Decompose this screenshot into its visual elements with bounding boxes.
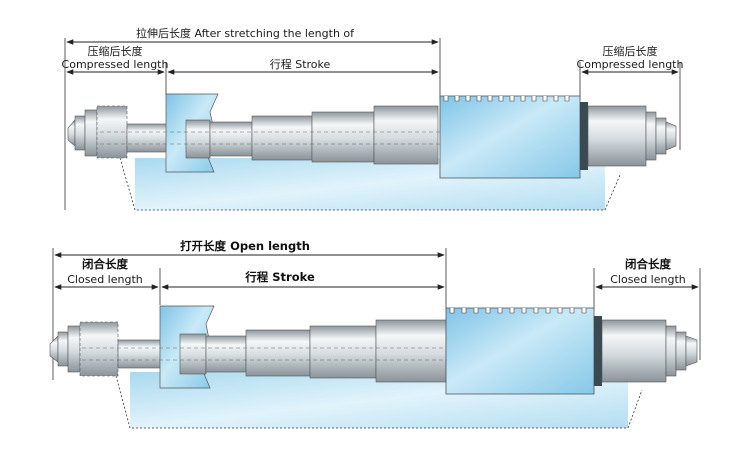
bottom-flange-hub xyxy=(179,333,207,375)
bottom-stage-1 xyxy=(205,335,247,373)
top-stage-4 xyxy=(373,105,439,165)
top-left-label-cn: 压缩后长度 xyxy=(88,44,143,58)
top-main-cylinder xyxy=(439,95,581,179)
bottom-left-housing xyxy=(79,321,119,377)
top-left-ring-1 xyxy=(74,115,86,151)
top-total-label: 拉伸后长度 After stretching the length of xyxy=(136,26,355,40)
top-stage-1 xyxy=(209,121,253,157)
top-right-label-cn: 压缩后长度 xyxy=(603,44,658,58)
top-left-ring-2 xyxy=(84,109,98,157)
bottom-right-label-cn: 闭合长度 xyxy=(625,257,671,271)
bottom-main-cylinder xyxy=(445,307,595,395)
bottom-cylinder-notches xyxy=(449,308,587,314)
bottom-stage-4 xyxy=(375,319,447,383)
top-right-collar xyxy=(580,102,588,170)
bottom-right-collar xyxy=(594,316,602,386)
top-right-ring-2 xyxy=(655,117,667,155)
bottom-right-label-en: Closed length xyxy=(610,273,686,286)
top-stage-3 xyxy=(311,111,375,163)
bottom-left-ring-2 xyxy=(67,325,81,373)
bottom-left-label-cn: 闭合长度 xyxy=(82,257,128,271)
bottom-right-ring-1 xyxy=(665,325,677,377)
top-base-outline xyxy=(119,157,621,211)
bottom-right-nose xyxy=(685,335,698,367)
bottom-base-outline xyxy=(114,371,643,429)
top-cylinder-notches xyxy=(443,96,570,102)
bottom-left-nose xyxy=(49,335,59,363)
bottom-left-ring-1 xyxy=(57,331,69,367)
top-right-end xyxy=(587,105,647,167)
bottom-total-label: 打开长度 Open length xyxy=(180,239,310,253)
top-right-label-en: Compressed length xyxy=(577,58,684,71)
top-left-label-en: Compressed length xyxy=(62,58,169,71)
bottom-stage-3 xyxy=(309,325,377,379)
top-diagram: 拉伸后长度 After stretching the length of 压缩后… xyxy=(62,26,684,211)
bottom-stroke-label: 行程 Stroke xyxy=(244,270,315,284)
top-right-nose xyxy=(665,121,677,151)
bottom-right-ring-2 xyxy=(675,331,687,371)
top-right-ring-1 xyxy=(645,111,657,161)
top-left-nose xyxy=(67,119,76,147)
bottom-diagram: 打开长度 Open length 闭合长度 Closed length 行程 S… xyxy=(49,239,701,429)
top-stroke-label: 行程 Stroke xyxy=(270,58,331,71)
bottom-right-end xyxy=(601,319,667,383)
top-flange-hub xyxy=(185,119,211,159)
bottom-left-label-en: Closed length xyxy=(67,273,143,286)
bottom-stage-2 xyxy=(245,329,311,377)
top-stage-2 xyxy=(251,115,313,161)
